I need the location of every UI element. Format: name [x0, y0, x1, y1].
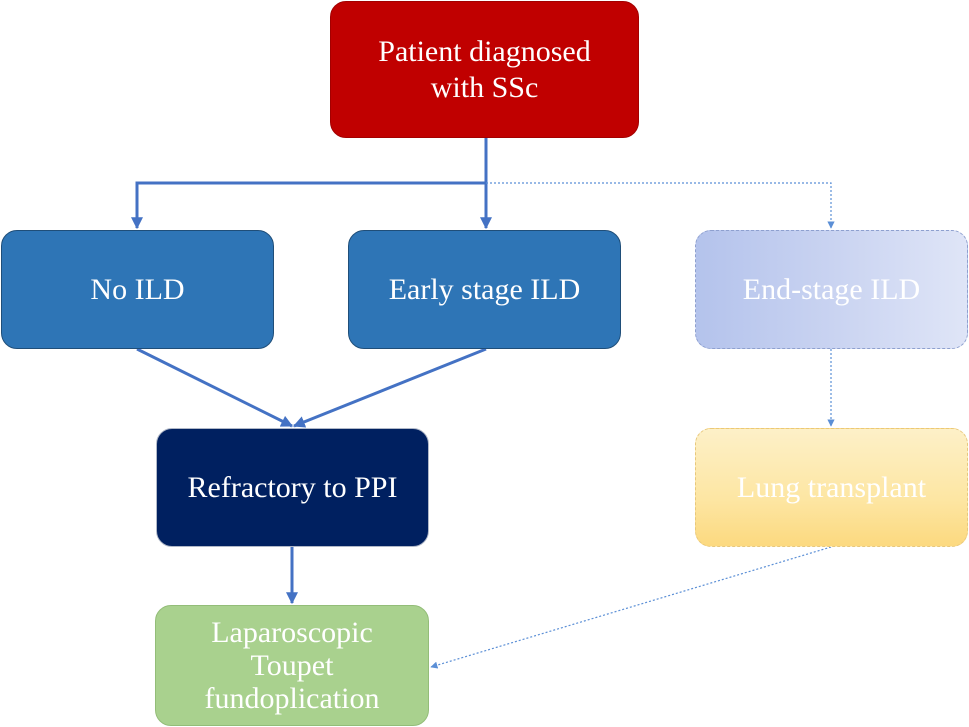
node-refractory-to-ppi: Refractory to PPI [156, 428, 429, 547]
node-label-line: Laparoscopic [211, 616, 373, 649]
edge-transplant-to-laparoscopic [430, 546, 832, 669]
node-label-line: Lung transplant [736, 470, 927, 504]
node-laparoscopic-toupet-fundoplication: Laparoscopic Toupet fundoplication [155, 605, 429, 726]
edge-early-ild-to-refractory [292, 347, 487, 428]
node-lung-transplant: Lung transplant [695, 428, 968, 547]
node-label-line: No ILD [90, 272, 185, 306]
node-early-stage-ild: Early stage ILD [348, 230, 621, 349]
node-end-stage-ild: End-stage ILD [695, 230, 968, 349]
node-no-ild: No ILD [1, 230, 274, 349]
edge-root-to-no-ild [131, 181, 486, 230]
node-label-line: End-stage ILD [742, 272, 921, 306]
node-label-line: fundoplication [204, 682, 380, 715]
node-label-line: Toupet [250, 649, 334, 682]
node-label-line: Patient diagnosed [378, 34, 591, 68]
node-label-line: Refractory to PPI [187, 470, 398, 504]
edge-no-ild-to-refractory [136, 347, 294, 428]
node-label-line: with SSc [430, 70, 539, 104]
edge-root-to-end-ild [486, 182, 835, 229]
node-label-line: Early stage ILD [388, 272, 581, 306]
node-patient-diagnosed-ssc: Patient diagnosed with SSc [330, 1, 639, 138]
